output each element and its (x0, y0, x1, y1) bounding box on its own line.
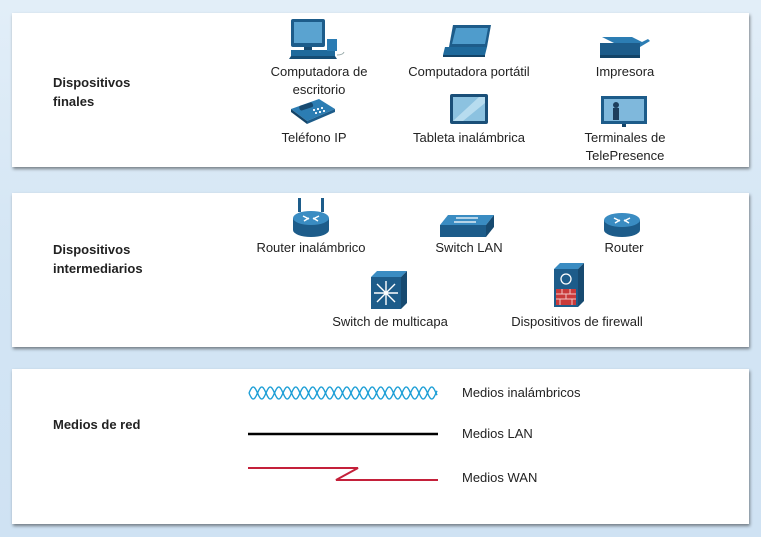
wireless-media-line (248, 386, 438, 400)
wan-media-line (248, 467, 438, 481)
wireless-router-icon (293, 198, 329, 237)
end-device-label: Computadora de escritorio (270, 64, 368, 97)
laptop-icon (443, 25, 491, 57)
intermediary-device-label: Router (604, 240, 644, 255)
router-icon (604, 213, 640, 237)
intermediary-devices-title: Dispositivos intermediarios (53, 240, 143, 278)
end-device-label: Impresora (595, 64, 655, 79)
desktop-computer-icon (289, 19, 345, 59)
title-line-1: Dispositivos (53, 75, 131, 90)
printer-icon (600, 37, 650, 58)
wireless-tablet-icon (450, 94, 488, 124)
multilayer-switch-icon (371, 271, 407, 309)
end-device-label: Computadora portátil (408, 64, 530, 79)
intermediary-device-label: Switch de multicapa (332, 314, 448, 329)
end-devices-title: Dispositivos finales (53, 73, 130, 111)
intermediary-device-label: Router inalámbrico (256, 240, 366, 255)
telepresence-icon (601, 96, 647, 127)
title-line-2: finales (53, 94, 95, 109)
end-devices-panel: Dispositivos finales Computadora de escr… (12, 13, 749, 167)
end-device-label: Tableta inalámbrica (412, 130, 525, 145)
media-label: Medios inalámbricos (462, 385, 581, 400)
media-label: Medios WAN (462, 470, 538, 485)
lan-media-line (248, 432, 438, 436)
intermediary-devices-panel: Dispositivos intermediarios Router inalá… (12, 193, 749, 347)
intermediary-device-label: Switch LAN (435, 240, 503, 255)
firewall-icon (554, 263, 584, 307)
media-label: Medios LAN (462, 426, 533, 441)
title-line-1: Dispositivos (53, 242, 131, 257)
title-line-2: intermediarios (53, 261, 143, 276)
intermediary-device-label: Dispositivos de firewall (511, 314, 643, 329)
network-media-title: Medios de red (53, 417, 141, 432)
lan-switch-icon (440, 215, 494, 237)
end-device-label: Teléfono IP (281, 130, 347, 145)
ip-phone-icon (291, 99, 335, 124)
end-device-label: Terminales de TelePresence (584, 130, 666, 163)
network-media-panel: Medios de red Medios inalámbricos Medios… (12, 369, 749, 524)
